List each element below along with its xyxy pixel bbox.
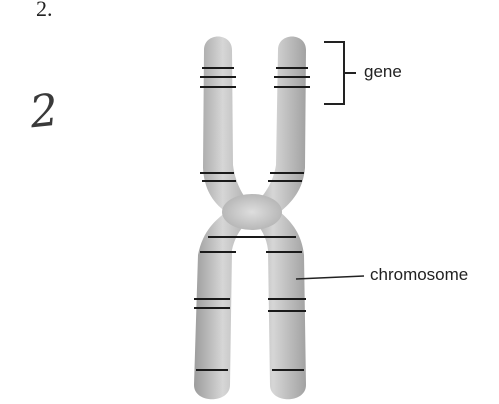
chromosome-label: chromosome (370, 265, 468, 285)
centromere (222, 194, 282, 230)
gene-bracket (324, 42, 356, 104)
chromosome-leader-line (296, 276, 364, 279)
chromosome (194, 37, 306, 400)
gene-label: gene (364, 62, 402, 82)
